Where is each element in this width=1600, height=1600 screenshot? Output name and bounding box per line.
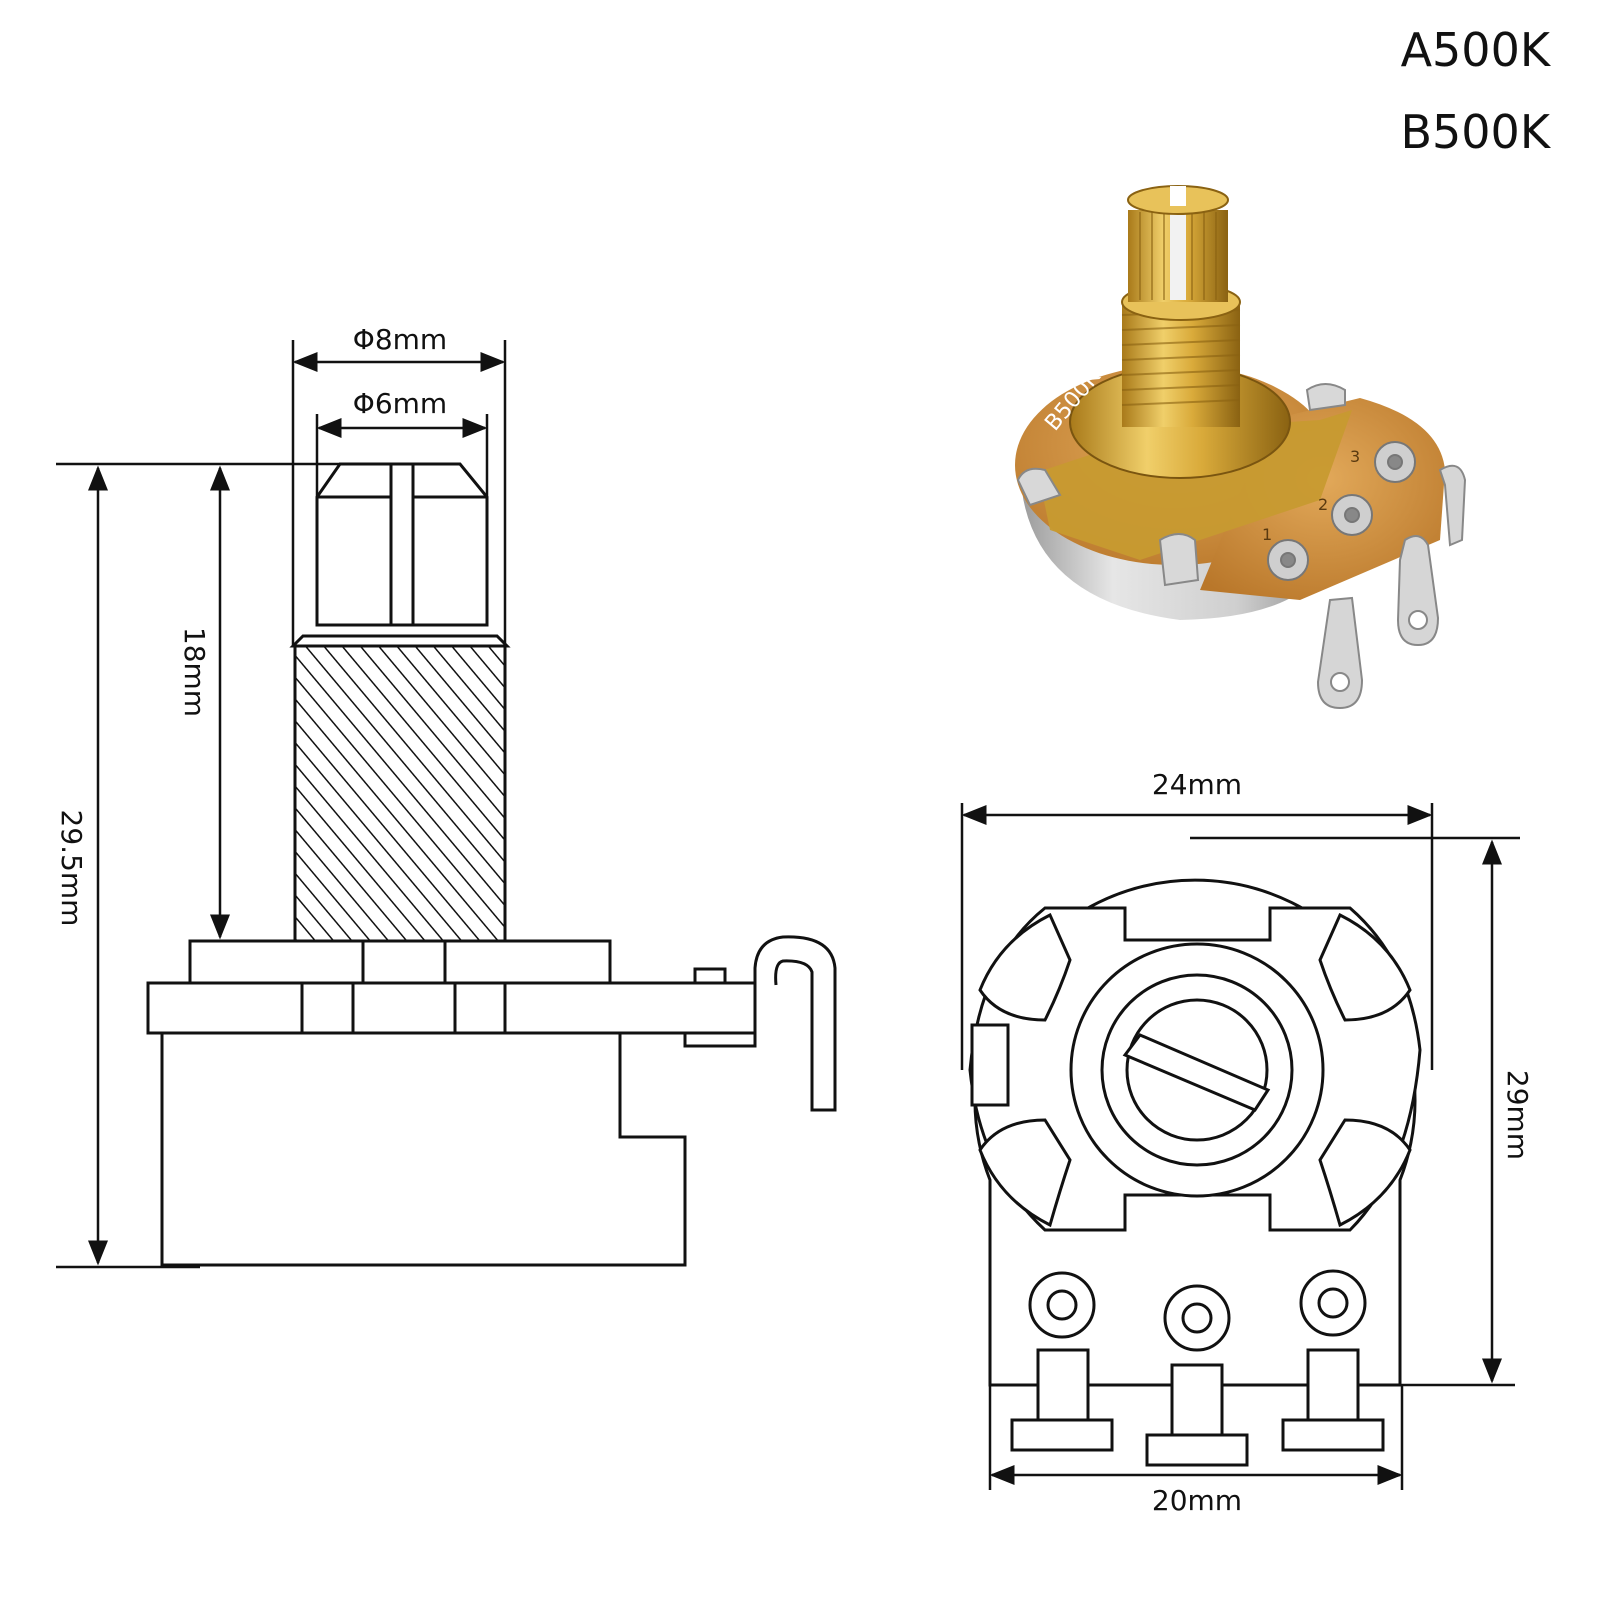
shaft-slot — [389, 462, 415, 627]
shaft-slot-front — [1122, 1033, 1271, 1112]
side-view-drawing — [146, 462, 837, 1267]
photo-pin-label-2: 2 — [1318, 495, 1328, 514]
flange-tab — [683, 1031, 757, 1048]
dim-shaft-length: 18mm — [178, 627, 211, 717]
dim-shaft-diameter: Φ6mm — [353, 387, 447, 420]
dim-body-diameter: 24mm — [1152, 768, 1242, 801]
photo-bushing — [1122, 302, 1240, 427]
shaft-slot-photo — [1170, 190, 1186, 300]
mount-lug-left — [1016, 467, 1062, 507]
threaded-bushing — [293, 644, 507, 943]
dim-total-height: 29.5mm — [55, 810, 88, 927]
flange — [146, 981, 757, 1035]
mount-lug-right — [1158, 533, 1200, 587]
potentiometer-photo: B500K 1 2 3 — [1015, 185, 1467, 710]
side-tab — [970, 1023, 1010, 1107]
terminal-rivets — [1028, 1269, 1367, 1352]
mount-lug-top — [1305, 383, 1346, 412]
side-view-dimensions — [56, 340, 507, 1269]
front-view-drawing — [968, 878, 1422, 1467]
dim-terminal-span: 20mm — [1152, 1484, 1242, 1517]
dim-bushing-diameter: Φ8mm — [353, 323, 447, 356]
photo-rivets — [1267, 441, 1416, 581]
photo-pin-label-1: 1 — [1262, 525, 1272, 544]
photo-terminals — [1316, 464, 1467, 710]
model-label-b500k: B500K — [1400, 105, 1551, 159]
mount-plate — [188, 939, 612, 985]
model-label-a500k: A500K — [1401, 23, 1552, 77]
dim-body-height: 29mm — [1501, 1070, 1534, 1160]
front-view-dimensions — [960, 803, 1520, 1490]
photo-pin-label-3: 3 — [1350, 447, 1360, 466]
can-body — [160, 1031, 687, 1267]
terminal-pins — [1010, 1348, 1385, 1467]
hook-lug — [753, 935, 837, 1112]
